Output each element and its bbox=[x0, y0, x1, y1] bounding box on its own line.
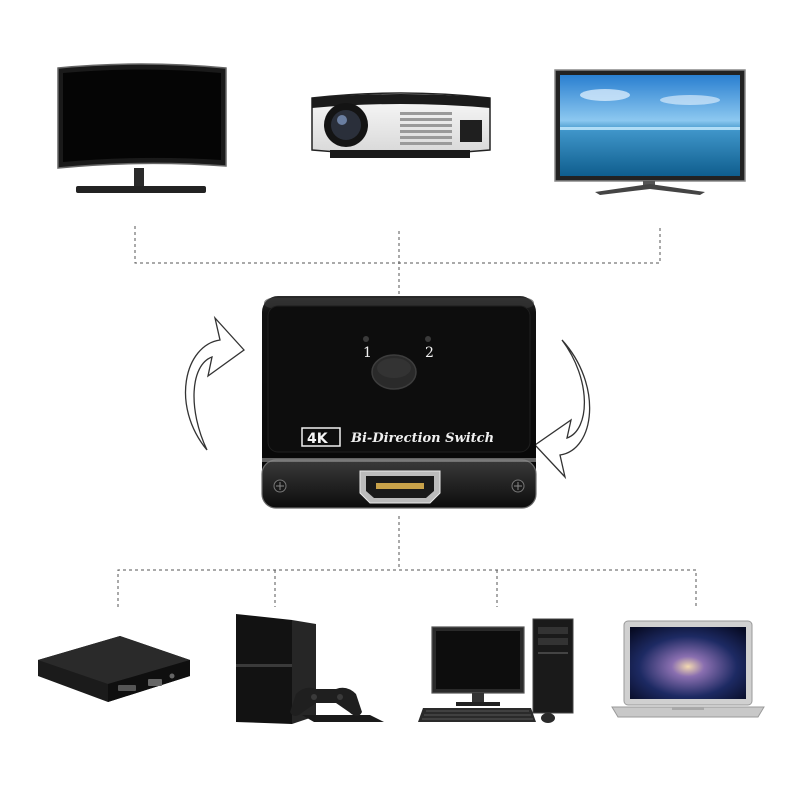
led-1-label: 1 bbox=[363, 345, 372, 361]
switch-brand-label: Bi-Direction Switch bbox=[350, 431, 494, 446]
4k-badge bbox=[301, 427, 341, 447]
hdmi-switch-device: 1 2 4K Bi-Direction Switch bbox=[261, 296, 537, 509]
switch-push-button[interactable] bbox=[371, 354, 417, 390]
tv-box-icon bbox=[38, 636, 190, 702]
laptop-icon bbox=[611, 620, 765, 718]
left-curved-arrow-icon bbox=[184, 315, 245, 451]
hdmi-port[interactable] bbox=[359, 470, 441, 504]
4k-badge-label: 4K bbox=[307, 431, 329, 447]
led-2-indicator bbox=[425, 336, 431, 342]
curved-monitor-icon bbox=[57, 63, 227, 193]
connector-lines bbox=[117, 226, 697, 607]
game-console-icon bbox=[236, 614, 384, 724]
led-1-indicator bbox=[363, 336, 369, 342]
desktop-computer-icon bbox=[418, 618, 574, 723]
right-curved-arrow-icon bbox=[534, 339, 591, 480]
led-2-label: 2 bbox=[425, 345, 434, 361]
tv-icon bbox=[554, 69, 746, 195]
screw-right-icon bbox=[511, 479, 525, 493]
projector-icon bbox=[311, 92, 491, 158]
screw-left-icon bbox=[273, 479, 287, 493]
